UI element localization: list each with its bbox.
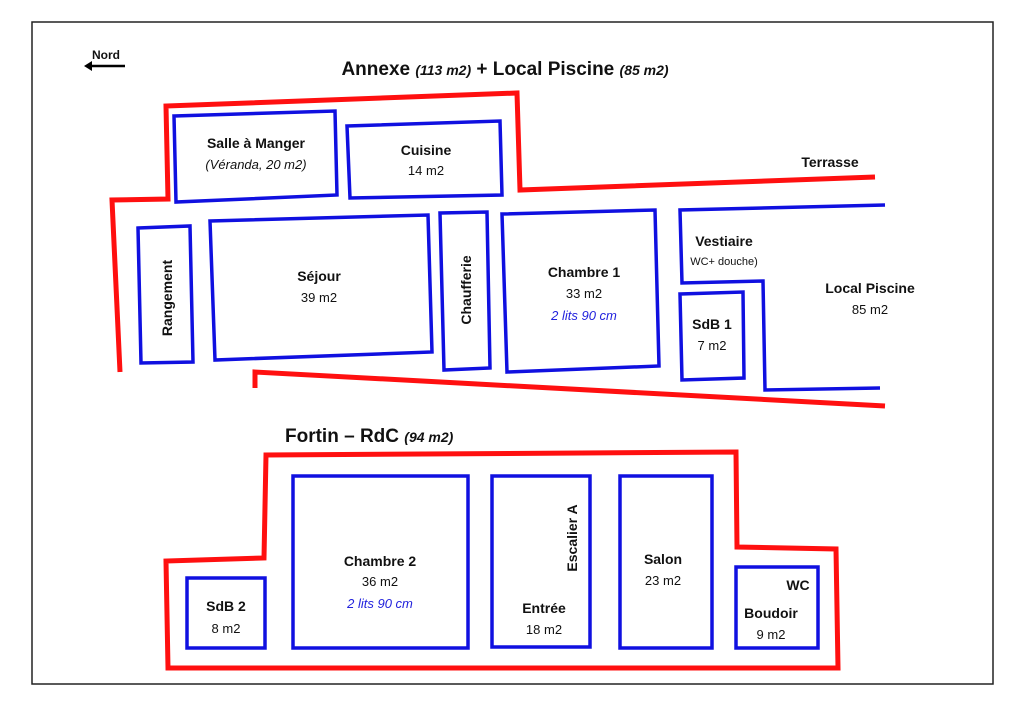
room-name: Chaufferie	[458, 255, 474, 324]
room-chambre-2	[291, 474, 470, 650]
room-note: WC+ douche)	[690, 256, 758, 268]
room-rangement	[136, 224, 195, 365]
north-arrow-icon	[84, 61, 125, 71]
room-area: 36 m2	[362, 574, 398, 589]
room-name: Boudoir	[744, 605, 798, 621]
room-area: 7 m2	[698, 338, 727, 353]
room-boudoir	[734, 565, 820, 650]
room-sdb-1	[678, 290, 746, 382]
room-name: Séjour	[297, 268, 341, 284]
room-chaufferie	[438, 210, 492, 372]
room-name: Rangement	[159, 260, 175, 337]
annexe-title: Annexe (113 m2) + Local Piscine (85 m2)	[341, 59, 668, 80]
room-entree	[490, 474, 592, 649]
room-beds: 2 lits 90 cm	[346, 596, 413, 611]
room-area: 85 m2	[852, 302, 888, 317]
room-note: (Véranda, 20 m2)	[205, 157, 306, 172]
room-chambre-1	[500, 208, 661, 374]
room-area: 23 m2	[645, 573, 681, 588]
room-vestiaire-local-piscine	[678, 203, 886, 392]
room-name: Escalier A	[564, 504, 580, 571]
room-name: Chambre 1	[548, 264, 621, 280]
room-sdb-2	[185, 576, 267, 650]
annexe-wall-bottom	[252, 369, 886, 409]
room-name: SdB 2	[206, 598, 246, 614]
room-name: SdB 1	[692, 316, 732, 332]
room-area: 33 m2	[566, 286, 602, 301]
room-name: Entrée	[522, 600, 566, 616]
room-name: Salle à Manger	[207, 135, 306, 151]
room-name: WC	[786, 577, 809, 593]
room-salon	[618, 474, 714, 650]
room-name: Salon	[644, 551, 682, 567]
room-name: Vestiaire	[695, 233, 753, 249]
room-name: Local Piscine	[825, 280, 915, 296]
room-area: 8 m2	[212, 621, 241, 636]
room-sejour	[208, 213, 434, 362]
terrasse-label: Terrasse	[801, 154, 859, 170]
room-area: 9 m2	[757, 627, 786, 642]
room-name: Cuisine	[401, 142, 452, 158]
room-area: 18 m2	[526, 622, 562, 637]
fortin-title: Fortin – RdC (94 m2)	[285, 426, 454, 447]
room-area: 14 m2	[408, 163, 444, 178]
room-salle-a-manger	[172, 109, 339, 204]
room-name: Chambre 2	[344, 553, 417, 569]
frame-border	[31, 21, 994, 685]
fortin-wall	[163, 449, 841, 671]
room-beds: 2 lits 90 cm	[550, 308, 617, 323]
annexe-wall-top	[109, 90, 876, 373]
room-area: 39 m2	[301, 290, 337, 305]
north-label: Nord	[92, 48, 120, 62]
room-cuisine	[345, 119, 504, 200]
